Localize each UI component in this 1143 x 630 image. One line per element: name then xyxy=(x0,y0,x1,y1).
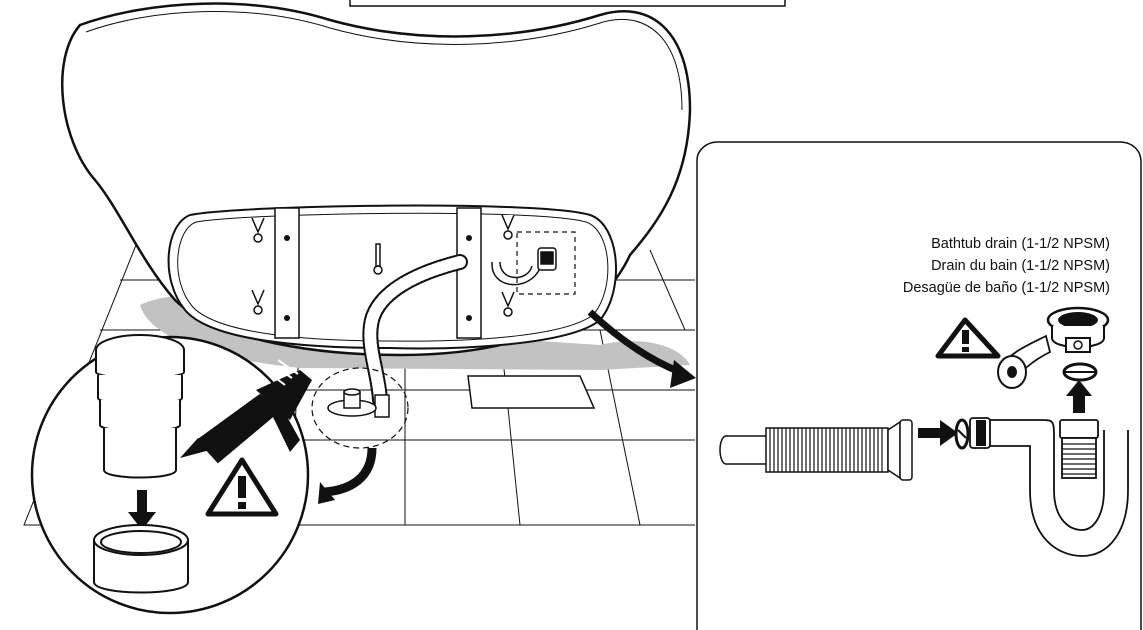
arrow-icon xyxy=(318,447,377,504)
arrow-icon xyxy=(1066,380,1092,413)
drain-label: Bathtub drain (1-1/2 NPSM) Drain du bain… xyxy=(903,236,1110,296)
arrow-icon xyxy=(128,490,156,530)
corrugated-hose-large xyxy=(719,419,913,481)
bathtub-underside xyxy=(167,204,617,350)
gasket-ring xyxy=(1062,362,1098,382)
p-trap xyxy=(969,417,1129,557)
sealant-detail-circle xyxy=(30,334,312,615)
slip-washer xyxy=(954,418,970,450)
teflon-tape-icon xyxy=(997,334,1052,389)
drain-flange xyxy=(1046,306,1110,353)
floor-drain xyxy=(311,367,409,449)
arrow-icon xyxy=(587,309,696,388)
p-trap-small xyxy=(491,247,557,286)
warning-triangle-icon xyxy=(205,457,279,517)
arrow-icon xyxy=(918,420,958,446)
drain-label-en: Bathtub drain (1-1/2 NPSM) xyxy=(931,236,1110,252)
drain-focus-box xyxy=(516,231,576,295)
drain-label-es: Desagüe de baño (1-1/2 NPSM) xyxy=(903,280,1110,296)
drain-detail-panel xyxy=(696,141,1142,630)
pipe-socket xyxy=(93,524,189,594)
drain-label-fr: Drain du bain (1-1/2 NPSM) xyxy=(931,258,1110,274)
corrugated-hose xyxy=(362,254,468,418)
top-box-edge xyxy=(349,0,786,7)
warning-triangle-icon xyxy=(935,317,1001,359)
pipe-adapter xyxy=(95,334,185,479)
floor-access-panel xyxy=(467,375,596,409)
sealant-tube-icon xyxy=(180,359,312,464)
